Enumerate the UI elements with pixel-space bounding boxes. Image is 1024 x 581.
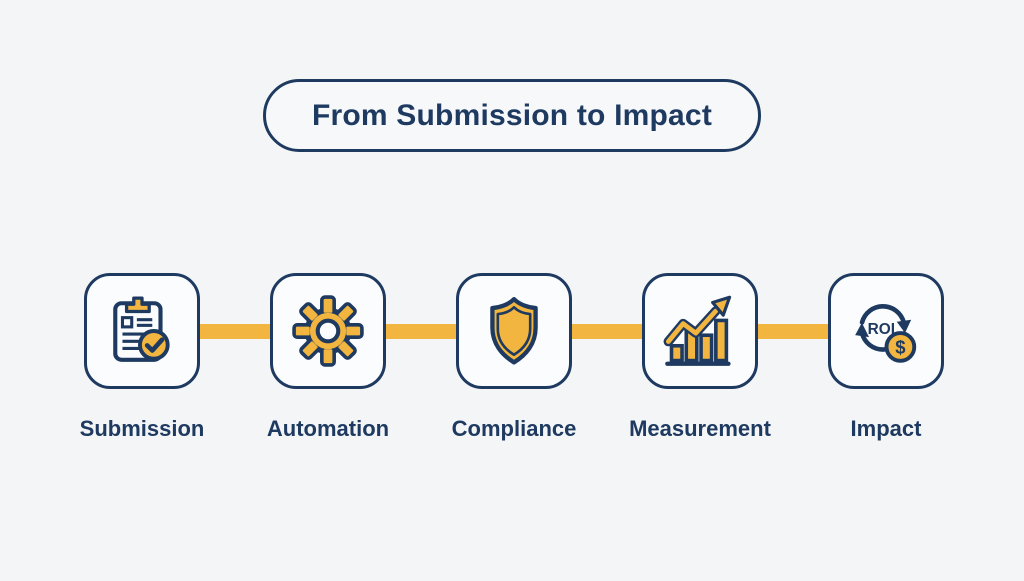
step-impact: ROI $ Impact <box>828 273 944 442</box>
process-flow: Submission <box>0 273 1024 473</box>
steps-row: Submission <box>80 273 944 442</box>
step-label-submission: Submission <box>79 416 205 441</box>
step-label-impact: Impact <box>850 416 922 441</box>
dollar-sign: $ <box>895 337 906 358</box>
step-measurement: Measurement <box>629 273 771 442</box>
step-box-compliance <box>456 273 572 389</box>
step-label-compliance: Compliance <box>451 416 577 441</box>
title-banner: From Submission to Impact <box>0 79 1024 152</box>
step-compliance: Compliance <box>452 273 576 442</box>
bar-chart-growth-icon <box>663 295 732 366</box>
step-box-impact: ROI $ <box>828 273 944 389</box>
roi-cycle-icon: ROI $ <box>855 304 917 363</box>
roi-text: ROI <box>868 321 895 338</box>
step-automation: Automation <box>266 273 390 442</box>
page-title: From Submission to Impact <box>311 98 713 132</box>
step-label-measurement: Measurement <box>629 416 771 441</box>
step-label-automation: Automation <box>266 416 390 441</box>
step-box-measurement <box>642 273 758 389</box>
step-box-automation <box>270 273 386 389</box>
clipboard-check-icon <box>113 296 170 362</box>
gear-icon <box>292 295 364 367</box>
step-box-submission <box>84 273 200 389</box>
title-pill: From Submission to Impact <box>262 79 762 152</box>
shield-icon <box>490 296 538 365</box>
step-submission: Submission <box>80 273 204 442</box>
